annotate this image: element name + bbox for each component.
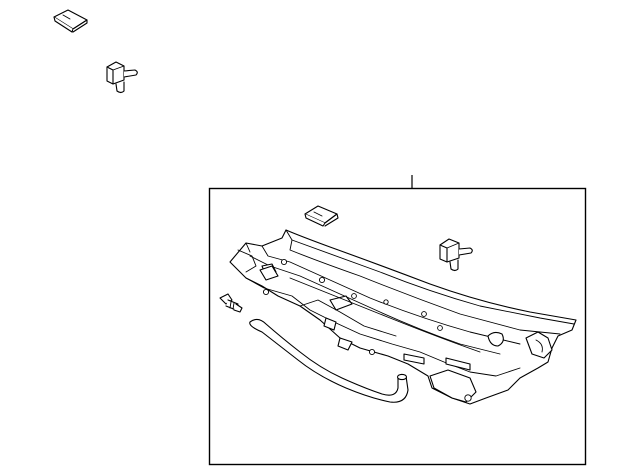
cowl-panel-icon — [229, 229, 577, 405]
clip-icon — [53, 9, 88, 33]
assembly-frame — [208, 187, 587, 466]
nozzle-icon — [219, 293, 243, 313]
hose-icon — [249, 318, 409, 403]
clip-icon — [304, 205, 339, 227]
grommet-icon — [106, 61, 138, 94]
grommet-icon — [439, 238, 473, 272]
